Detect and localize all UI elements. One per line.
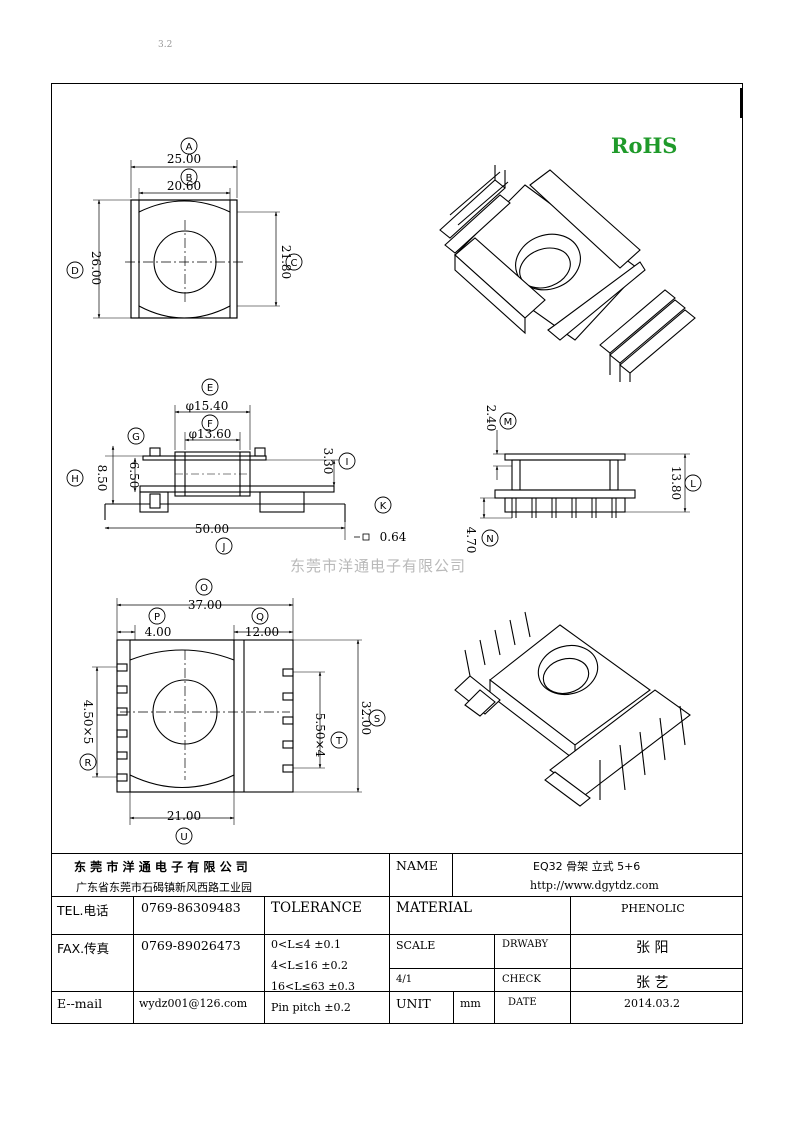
check-label: CHECK [502,974,541,985]
dim-h: 8.50 [95,465,109,492]
dim-j: 50.00 [195,522,229,536]
tolerance-row-1: 0<L≤4 ±0.1 [271,938,341,951]
callout-n: N [486,534,493,545]
callout-s: S [374,714,380,725]
date-value: 2014.03.2 [624,997,680,1010]
callout-k: K [380,501,387,512]
callout-h: H [71,474,79,485]
dim-u: 21.00 [167,809,201,823]
dim-i: 3.30 [321,448,335,475]
isometric-view-lower [454,611,691,807]
dim-r: 4.50×5 [81,700,95,744]
callout-o: O [200,583,208,594]
top-view [93,160,280,319]
dim-c: 21.80 [279,245,293,279]
corner-note: 3.2 [158,40,173,50]
callout-j: J [222,542,226,553]
side-view [480,430,690,519]
dim-q: 12.00 [245,625,279,639]
material-value: PHENOLIC [621,902,685,915]
dim-t: 5.50×4 [313,713,327,758]
callout-e: E [207,383,213,394]
callout-c: C [291,258,298,269]
tolerance-label: TOLERANCE [271,900,362,916]
callout-m: M [504,417,513,428]
company-address: 广东省东莞市石碣镇新风西路工业园 [76,881,252,894]
email-value[interactable]: wydz001@126.com [139,997,248,1010]
watermark: 东莞市洋通电子有限公司 [290,557,467,575]
fax-label: FAX.传真 [57,941,110,956]
scale-label: SCALE [396,939,436,952]
unit-value: mm [460,997,481,1010]
email-label: E--mail [57,996,103,1011]
sheet-edge-mark [740,88,743,118]
bottom-view [92,598,362,825]
unit-label: UNIT [396,996,431,1011]
callout-t: T [335,736,343,747]
tel-value: 0769-86309483 [141,900,241,915]
material-label: MATERIAL [396,900,472,916]
callout-circles [66,137,702,845]
callout-p: P [154,612,160,623]
dim-d: 26.00 [89,251,103,285]
dim-l: 13.80 [669,466,683,500]
callout-a: A [186,142,193,153]
tolerance-row-4: Pin pitch ±0.2 [271,1001,351,1014]
dim-g: 6.50 [127,462,141,489]
name-label: NAME [396,858,438,873]
callout-l: L [690,479,696,490]
tel-label: TEL.电话 [57,903,109,918]
dim-k: 0.64 [380,530,407,544]
drawby-value: 张 阳 [636,940,669,956]
tolerance-row-2: 4<L≤16 ±0.2 [271,959,348,972]
dim-p: 4.00 [145,625,172,639]
dim-e: φ15.40 [186,399,229,413]
dim-o: 37.00 [188,598,222,612]
dim-s: 32.00 [359,701,373,735]
callout-d: D [71,266,79,277]
callout-f: F [207,419,213,430]
fax-value: 0769-89026473 [141,938,241,953]
callout-g: G [132,432,140,443]
dim-a: 25.00 [167,152,201,166]
check-value: 张 艺 [636,975,669,991]
date-label: DATE [508,997,537,1008]
dim-n: 4.70 [464,527,478,554]
website-link[interactable]: http://www.dgytdz.com [530,879,659,892]
front-view [104,405,360,540]
dim-m: 2.40 [484,405,498,432]
dim-b: 20.60 [167,179,201,193]
callout-u: U [180,832,187,843]
drawby-label: DRWABY [502,939,549,950]
rohs-logo: RoHS [611,133,678,158]
company-name: 东 莞 市 洋 通 电 子 有 限 公 司 [74,860,248,874]
callout-i: I [346,457,349,468]
scale-value: 4/1 [396,974,413,985]
callout-r: R [85,758,92,769]
part-name: EQ32 骨架 立式 5+6 [533,860,641,873]
tolerance-row-3: 16<L≤63 ±0.3 [271,980,355,993]
callout-q: Q [256,612,264,623]
isometric-view-upper [439,165,696,382]
dim-f: φ13.60 [189,427,232,441]
callout-b: B [186,173,193,184]
